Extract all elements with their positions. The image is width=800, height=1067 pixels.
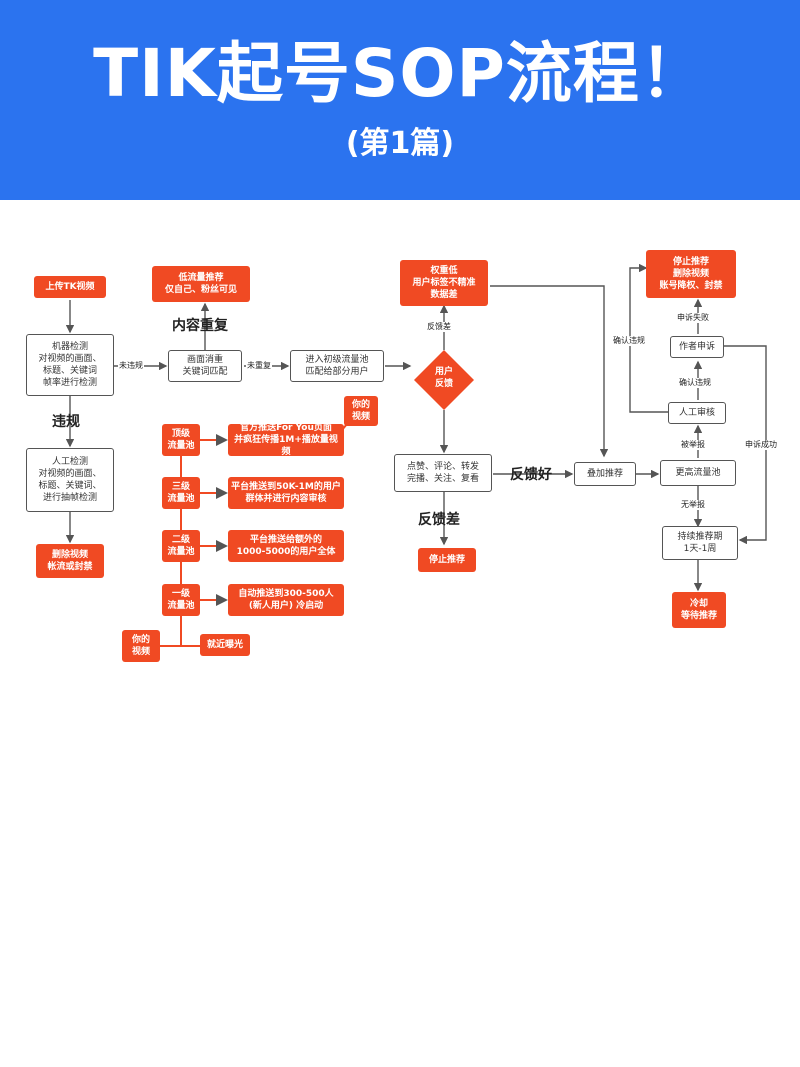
node-sustained: 持续推荐期 1天-1周 [662,526,738,560]
label-no-report: 无举报 [680,500,706,510]
node-pool-level2: 二级 流量池 [162,530,200,562]
label-feedback-bad-small: 反馈差 [426,322,452,332]
node-stack-recommend: 叠加推荐 [574,462,636,486]
label-content-dup: 内容重复 [172,318,228,334]
node-pool-level3-desc: 平台推送到50K-1M的用户 群体并进行内容审核 [228,477,344,509]
header-banner: TIK起号SOP流程！ (第1篇) [0,0,800,200]
node-engagement: 点赞、评论、转发 完播、关注、复看 [394,454,492,492]
node-user-feedback: 用户 反馈 [414,350,474,410]
label-appeal-success: 申诉成功 [744,440,778,450]
node-pool-level3: 三级 流量池 [162,477,200,509]
node-delete-block: 删除视频 帐流或封禁 [36,544,104,578]
node-manual-check: 人工检测 对视频的画面、 标题、关键词、 进行抽帧检测 [26,448,114,512]
label-appeal-fail: 申诉失败 [676,313,710,323]
node-pool-level2-desc: 平台推送给额外的 1000-5000的用户全体 [228,530,344,562]
node-low-flow: 低流量推荐 仅自己、粉丝可见 [152,266,250,302]
label-not-dup: 未重复 [246,361,272,371]
node-machine-check: 机器检测 对视频的画面、 标题、关键词 帧率进行检测 [26,334,114,396]
node-cold: 冷却 等待推荐 [672,592,726,628]
node-your-video-top: 你的 视频 [344,396,378,426]
node-manual-review: 人工审核 [668,402,726,424]
node-pool-level1: 一级 流量池 [162,584,200,616]
label-feedback-good: 反馈好 [510,467,552,483]
node-stop-recommend-2: 停止推荐 删除视频 账号降权、封禁 [646,250,736,298]
node-image-check: 画面消重 关键词匹配 [168,350,242,382]
node-higher-pool: 更高流量池 [660,460,736,486]
node-author-appeal: 作者申诉 [670,336,724,358]
page-subtitle: (第1篇) [345,126,455,161]
page-title: TIK起号SOP流程！ [93,35,707,112]
label-feedback-bad: 反馈差 [418,512,460,528]
node-nearby: 就近曝光 [200,634,250,656]
node-upload: 上传TK视频 [34,276,106,298]
node-pool-level1-desc: 自动推送到300-500人 (新人用户) 冷启动 [228,584,344,616]
label-confirm-violation-2: 确认违规 [678,378,712,388]
node-initial-pool: 进入初级流量池 匹配给部分用户 [290,350,384,382]
label-confirm-violation: 确认违规 [612,336,646,346]
node-low-weight: 权重低 用户标签不精准 数据差 [400,260,488,306]
node-stop-recommend-1: 停止推荐 [418,548,476,572]
label-violation: 违规 [52,414,80,430]
node-pool-top: 顶级 流量池 [162,424,200,456]
node-your-video-bottom: 你的 视频 [122,630,160,662]
label-not-violation: 未违规 [118,361,144,371]
label-reported: 被举报 [680,440,706,450]
node-pool-top-desc: 官方推送For You页面 并疯狂传播1M+播放量视频 [228,423,344,457]
arrow-lowweight-stack [490,285,609,458]
